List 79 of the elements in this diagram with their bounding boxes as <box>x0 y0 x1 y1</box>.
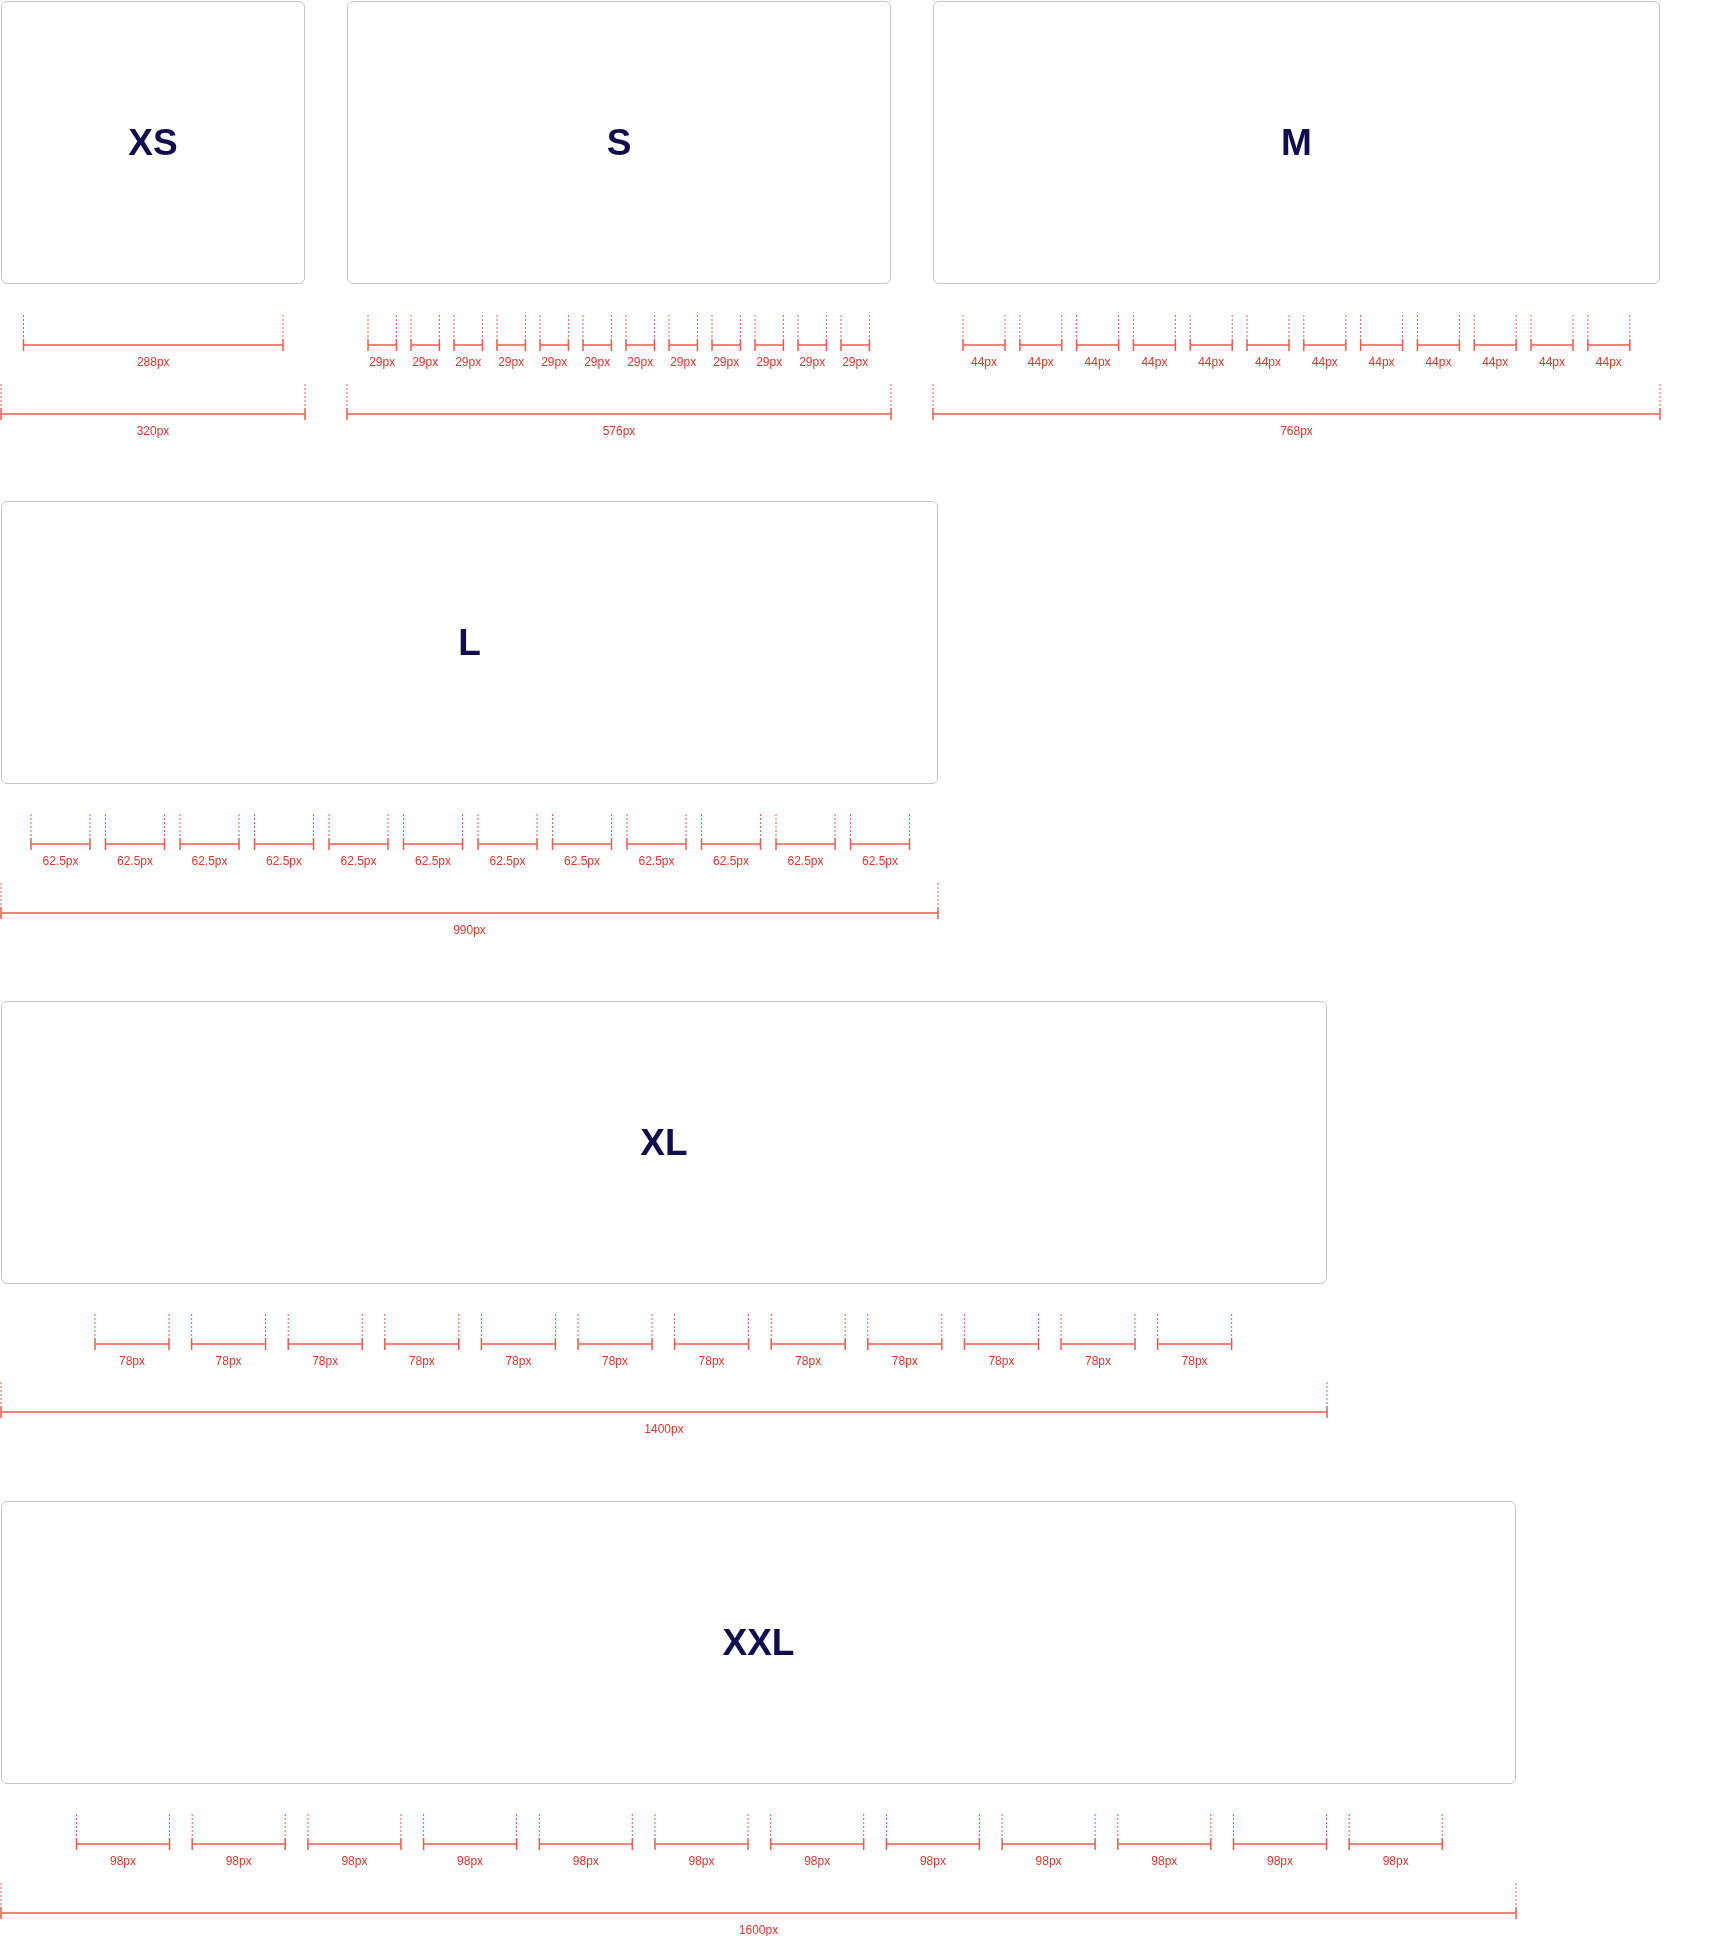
dimension-label: 98px <box>1035 1854 1062 1868</box>
dimension-label: 98px <box>919 1854 946 1868</box>
dimension-label: 44px <box>1368 355 1395 369</box>
size-label: S <box>606 121 632 164</box>
dimension-label: 29px <box>412 355 439 369</box>
dimension-label: 29px <box>584 355 611 369</box>
size-box <box>1 501 938 784</box>
dimension-label: 78px <box>408 1354 435 1368</box>
size-label: L <box>458 621 481 664</box>
dimension-label: 78px <box>988 1354 1015 1368</box>
dimension-label: 78px <box>891 1354 918 1368</box>
dimension-label: 62.5px <box>787 854 824 868</box>
dimension-label: 98px <box>110 1854 136 1868</box>
dimension-label: 29px <box>713 355 740 369</box>
dimension-label: 29px <box>369 355 396 369</box>
dimension-label: 288px <box>136 355 170 369</box>
dimension-label: 78px <box>1085 1354 1111 1368</box>
dimension-label: 29px <box>842 355 869 369</box>
dimension-label: 576px <box>602 424 636 438</box>
dimension-label: 62.5px <box>266 854 302 868</box>
dimension-label: 44px <box>1425 355 1452 369</box>
dimension-label: 78px <box>698 1354 725 1368</box>
dimension-label: 62.5px <box>862 854 898 868</box>
size-box <box>1 1 305 284</box>
dimension-label: 78px <box>312 1354 339 1368</box>
dimension-label: 29px <box>670 355 697 369</box>
dimension-label: 29px <box>498 355 525 369</box>
dimension-label: 44px <box>1027 355 1054 369</box>
dimension-label: 44px <box>1595 355 1622 369</box>
dimension-label: 62.5px <box>713 854 749 868</box>
dimension-label: 62.5px <box>340 854 377 868</box>
size-label: XL <box>640 1121 688 1164</box>
dimension-label: 98px <box>225 1854 252 1868</box>
dimension-label: 990px <box>453 923 486 937</box>
dimension-label: 29px <box>541 355 568 369</box>
dimension-label: 44px <box>971 355 997 369</box>
dimension-label: 98px <box>572 1854 599 1868</box>
dimension-label: 29px <box>455 355 482 369</box>
dimension-label: 768px <box>1280 424 1313 438</box>
dimension-label: 98px <box>1267 1854 1293 1868</box>
dimension-label: 29px <box>756 355 783 369</box>
dimension-label: 1400px <box>644 1422 684 1436</box>
dimension-label: 44px <box>1539 355 1565 369</box>
dimension-label: 78px <box>1181 1354 1208 1368</box>
dimension-label: 62.5px <box>42 854 79 868</box>
dimension-label: 1600px <box>738 1923 779 1936</box>
dimension-label: 98px <box>457 1854 484 1868</box>
size-box <box>347 1 891 284</box>
dimension-label: 78px <box>602 1354 628 1368</box>
dimension-label: 78px <box>795 1354 822 1368</box>
dimension-label: 62.5px <box>564 854 600 868</box>
size-label: XS <box>128 121 178 164</box>
dimension-label: 320px <box>136 424 170 438</box>
size-box <box>1 1501 1516 1784</box>
dimension-label: 98px <box>1151 1854 1178 1868</box>
size-label: XXL <box>722 1621 795 1664</box>
dimension-label: 98px <box>1382 1854 1409 1868</box>
size-label: M <box>1281 121 1312 164</box>
dimension-label: 78px <box>505 1354 532 1368</box>
dimension-label: 44px <box>1141 355 1168 369</box>
dimension-label: 62.5px <box>191 854 228 868</box>
dimension-label: 44px <box>1084 355 1111 369</box>
dimension-label: 98px <box>341 1854 368 1868</box>
dimension-label: 62.5px <box>415 854 451 868</box>
dimension-label: 62.5px <box>117 854 153 868</box>
dimension-label: 62.5px <box>638 854 675 868</box>
dimension-label: 44px <box>1311 355 1338 369</box>
dimension-label: 44px <box>1482 355 1509 369</box>
dimension-label: 98px <box>804 1854 831 1868</box>
dimension-label: 29px <box>799 355 826 369</box>
dimension-label: 78px <box>215 1354 242 1368</box>
dimension-label: 44px <box>1198 355 1225 369</box>
size-box <box>1 1001 1327 1284</box>
dimension-label: 98px <box>688 1854 715 1868</box>
dimension-label: 78px <box>119 1354 145 1368</box>
dimension-label: 44px <box>1255 355 1281 369</box>
size-box <box>933 1 1660 284</box>
dimension-label: 29px <box>627 355 654 369</box>
dimension-label: 62.5px <box>489 854 526 868</box>
